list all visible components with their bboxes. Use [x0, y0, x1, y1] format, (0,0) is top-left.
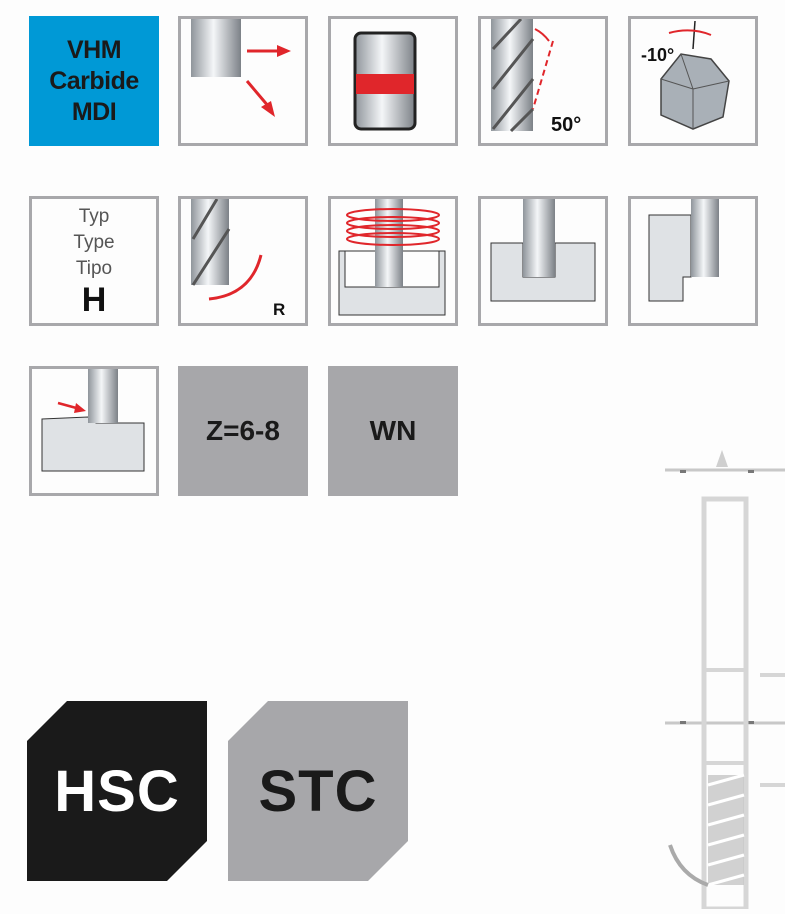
hsc-badge: HSC — [27, 701, 207, 881]
code-label: WN — [369, 415, 417, 446]
material-badge-vhm-carbide: VHM Carbide MDI — [29, 16, 159, 146]
stc-badge: STC — [228, 701, 408, 881]
hsc-label: HSC — [54, 758, 180, 824]
type-label-de: Typ — [78, 206, 110, 227]
ramping-icon — [29, 366, 159, 496]
rake-angle-label: -10° — [641, 45, 674, 65]
corner-radius-icon: R — [178, 196, 308, 326]
helical-interpolation-icon — [328, 196, 458, 326]
helix-angle-icon: 50° — [478, 16, 608, 146]
radius-label: R — [273, 300, 285, 319]
code-tile: WN — [328, 366, 458, 496]
type-label-en: Type — [73, 232, 115, 253]
helix-angle-label: 50° — [551, 114, 581, 136]
milling-direction-icon — [178, 16, 308, 146]
flute-count: Z=6-8 — [206, 415, 280, 446]
flute-count-tile: Z=6-8 — [178, 366, 308, 496]
tool-technical-drawing — [660, 445, 785, 914]
slot-milling-icon — [478, 196, 608, 326]
type-tile: Typ Type Tipo H — [29, 196, 159, 326]
rake-angle-icon: -10° — [628, 16, 758, 146]
type-label-es: Tipo — [75, 258, 113, 279]
shank-tolerance-icon — [328, 16, 458, 146]
stc-label: STC — [258, 758, 378, 824]
material-line: VHM — [66, 35, 122, 64]
shoulder-milling-icon — [628, 196, 758, 326]
type-value: H — [81, 281, 107, 319]
material-line: MDI — [71, 97, 117, 126]
material-line: Carbide — [49, 66, 139, 95]
